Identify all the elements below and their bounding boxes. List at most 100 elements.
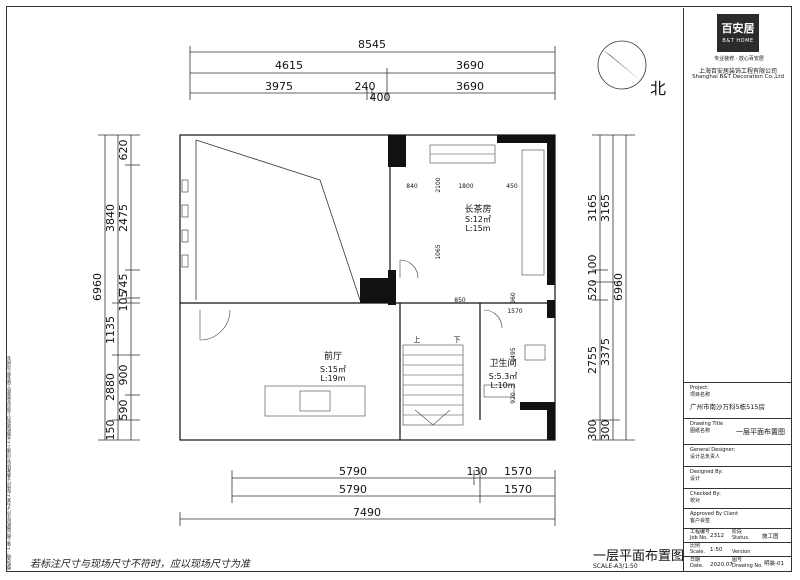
- company-slogan: 专业装修 · 放心百安居: [714, 56, 764, 62]
- room-area-bathroom: S:5.3㎡: [489, 372, 518, 381]
- dim-bottom-row2-b: 1570: [504, 483, 532, 496]
- drawing-no-value: 明装-01: [764, 561, 784, 567]
- dim-top-row3-a: 3975: [265, 80, 293, 93]
- checked-by-label-cn: 校对: [690, 498, 701, 504]
- scale-label: 比例: [690, 543, 701, 549]
- status-label: 阶段: [732, 529, 743, 535]
- dim-right-row2-b: 3375: [599, 338, 612, 366]
- dim-right-row3-c: 520: [586, 280, 599, 301]
- dim-right-row2-c: 300: [599, 420, 612, 441]
- version-label: Version: [732, 549, 751, 555]
- approved-label-en: Approved By Client: [690, 511, 739, 517]
- scale-value: 1:50: [710, 547, 723, 553]
- dim-top-row2-b: 3690: [456, 59, 484, 72]
- project-label-en: Project:: [690, 385, 709, 391]
- drawing-title-label-en: Drawing Title: [690, 421, 724, 427]
- company-name-cn: 上海百安居装饰工程有限公司: [698, 68, 777, 75]
- room-perimeter-bathroom: L:10m: [490, 381, 515, 390]
- dim-interior-1800: 1800: [458, 183, 473, 190]
- tb-divider: [684, 556, 792, 557]
- drawing-frame: [6, 6, 792, 572]
- dim-top-total: 8545: [358, 38, 386, 51]
- room-area-tea-room: S:12㎡: [465, 215, 491, 224]
- dim-left-row3-d: 105: [117, 291, 130, 312]
- dim-interior-1570: 1570: [507, 308, 522, 315]
- dimension-note: 若标注尺寸与现场尺寸不符时，应以现场尺寸为准: [30, 559, 250, 570]
- job-no-label-en: Job No.: [690, 535, 708, 541]
- tb-divider: [684, 528, 792, 529]
- sheet-title: 一层平面布置图: [593, 549, 685, 564]
- dim-interior-1065: 1065: [435, 244, 442, 259]
- dim-interior-1495: 1495: [510, 347, 517, 362]
- front-hall-furniture: [199, 309, 366, 417]
- stairs: [402, 344, 464, 426]
- dim-left-total: 6960: [91, 273, 104, 301]
- tb-divider: [684, 466, 792, 467]
- tb-divider: [684, 488, 792, 489]
- checked-by-label-en: Checked By:: [690, 491, 721, 497]
- drawing-title-value: 一层平面布置图: [736, 428, 785, 436]
- walls: [360, 135, 555, 440]
- dim-bottom-total: 7490: [353, 506, 381, 519]
- logo-text: 百安居: [721, 22, 755, 35]
- dim-right-row3-b: 100: [586, 255, 599, 276]
- general-designer-label-cn: 设计总负责人: [690, 454, 721, 460]
- sheet-scale: SCALE-A3/1:50: [593, 563, 638, 570]
- logo-subtext: B&T HOME: [722, 38, 754, 44]
- project-label-cn: 项目名称: [690, 392, 711, 398]
- status-label-en: Status.: [732, 535, 750, 541]
- left-room-lines: [195, 139, 361, 301]
- dim-left-row3-e: 900: [117, 365, 130, 386]
- dim-left-row3-b: 2475: [117, 204, 130, 232]
- room-perimeter-front-hall: L:19m: [320, 374, 345, 383]
- room-name-front-hall: 前厅: [324, 350, 342, 362]
- general-designer-label-en: General Designer:: [690, 447, 736, 453]
- date-value: 2020.07: [710, 562, 733, 568]
- dim-top-row3-c: 400: [370, 91, 391, 104]
- dim-bottom-row1-c: 1570: [504, 465, 532, 478]
- stairs-up-label: 上: [414, 335, 421, 344]
- dim-right-row3-a: 3165: [586, 194, 599, 222]
- room-area-front-hall: S:15㎡: [320, 365, 346, 374]
- job-no-value: 2312: [710, 533, 724, 539]
- dim-interior-920: 920: [510, 392, 517, 404]
- side-notes-strip: 图纸说明：1.施工图以图纸标注尺寸为准 2.现场尺寸需复核后方可施工 3.本图纸…: [6, 350, 14, 570]
- dim-bottom-row2-a: 5790: [339, 483, 367, 496]
- title-block: 百安居 B&T HOME 专业装修 · 放心百安居 上海百安居装饰工程有限公司 …: [683, 8, 792, 571]
- dim-left-row2-b: 1135: [104, 316, 117, 344]
- dim-interior-840: 840: [406, 183, 418, 190]
- designed-by-label-en: Designed By:: [690, 469, 723, 475]
- approved-label-cn: 客户会签: [690, 518, 711, 524]
- room-name-tea-room: 长茶房: [464, 203, 491, 215]
- bathroom-fixtures: [483, 309, 546, 398]
- dim-right-total: 6960: [612, 273, 625, 301]
- dim-right-row3-d: 2755: [586, 346, 599, 374]
- dim-top-row3-b: 240: [355, 80, 376, 93]
- north-compass-icon: [597, 40, 647, 90]
- scale-label-en: Scale.: [690, 549, 706, 555]
- dim-left-row2-c: 2880: [104, 373, 117, 401]
- dim-left-row3-a: 620: [117, 140, 130, 161]
- dim-bottom-row1-b: 130: [467, 465, 488, 478]
- drawing-no-label-en: Drawing No.: [732, 563, 763, 569]
- dim-interior-850: 850: [454, 297, 466, 304]
- stairs-down-label: 下: [454, 336, 461, 344]
- dim-left-row2-a: 3840: [104, 204, 117, 232]
- side-notes-text: 图纸说明：1.施工图以图纸标注尺寸为准 2.现场尺寸需复核后方可施工 3.本图纸…: [6, 356, 11, 570]
- tb-divider: [684, 418, 792, 419]
- dim-left-row3-c: 745: [117, 274, 130, 295]
- dim-right-row3-e: 300: [586, 420, 599, 441]
- date-label: 日期: [690, 557, 701, 563]
- project-value: 广州市南沙万科5栋515房: [690, 403, 766, 411]
- dim-left-row2-d: 150: [104, 420, 117, 441]
- dim-bottom-row1-a: 5790: [339, 465, 367, 478]
- dim-interior-960: 960: [510, 292, 517, 304]
- tea-room-furniture: [399, 144, 545, 279]
- dim-interior-450: 450: [506, 183, 518, 190]
- drawing-no-label: 图号: [732, 557, 743, 563]
- tb-divider: [684, 542, 792, 543]
- tb-divider: [684, 382, 792, 383]
- designed-by-label-cn: 设计: [690, 476, 701, 482]
- dim-top-row2-a: 4615: [275, 59, 303, 72]
